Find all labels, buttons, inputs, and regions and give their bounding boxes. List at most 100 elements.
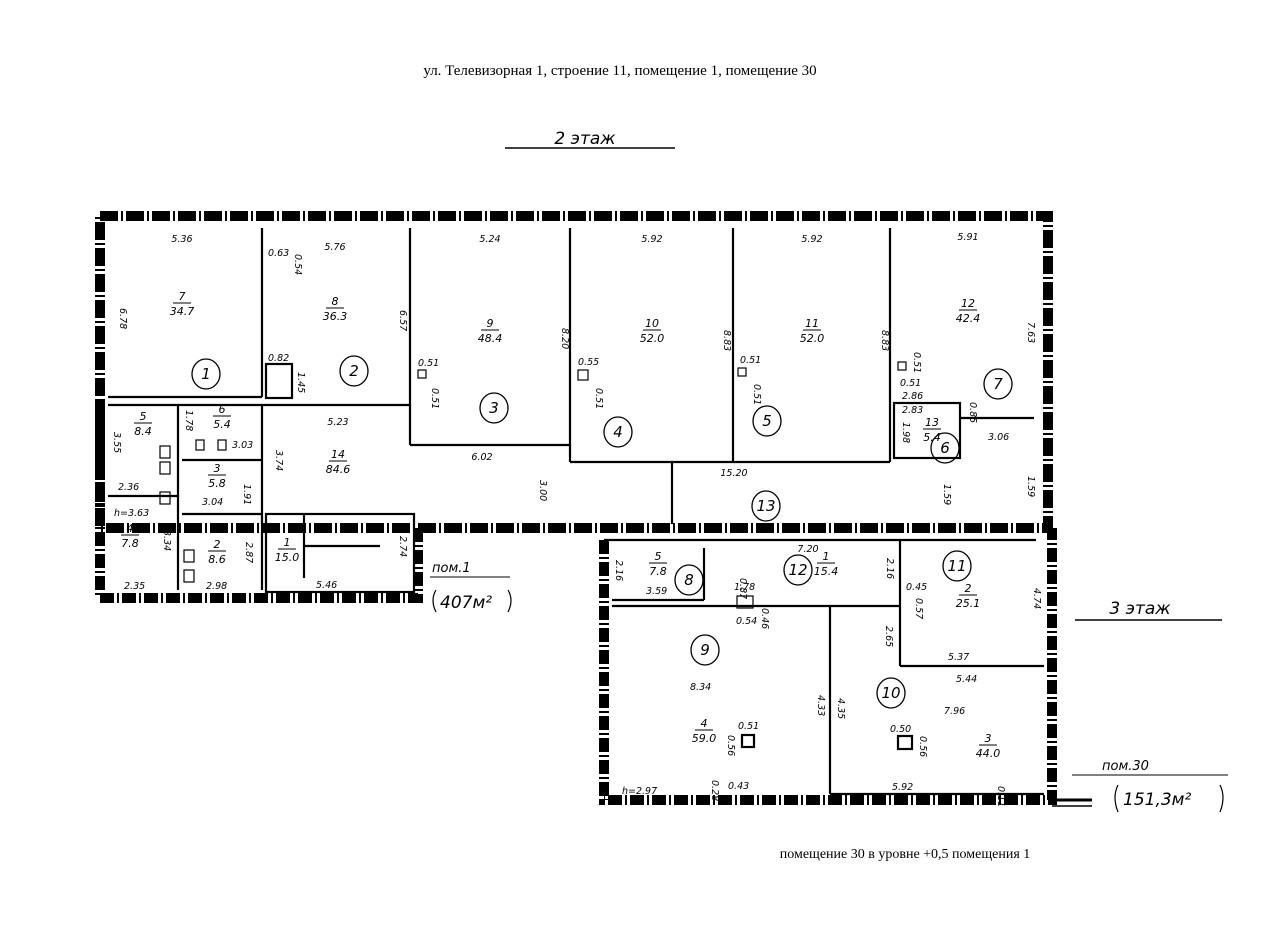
dim-label: 0.51 <box>740 355 761 366</box>
room-f2-area: 42.4 <box>956 312 981 325</box>
room-f2-number: 13 <box>925 416 939 429</box>
room-f2-number: 3 <box>214 462 221 475</box>
room-f3-area: 15.4 <box>814 565 839 578</box>
dim-label: 2.83 <box>902 405 923 416</box>
pom30-label: пом.30 <box>1102 759 1149 774</box>
room-f2-number: 4 <box>127 522 134 535</box>
dim-label: 15.20 <box>720 468 747 479</box>
room-circle <box>876 677 906 709</box>
room-f2-number: 14 <box>331 448 345 461</box>
dim-label: 6.57 <box>397 310 408 331</box>
dim-label: 2.16 <box>613 560 624 581</box>
room-circle <box>751 490 781 522</box>
room-f3-number: 5 <box>655 550 662 563</box>
dim-label: 2.16 <box>884 558 895 579</box>
dim-label: 2.74 <box>397 536 408 557</box>
dim-label: 2.36 <box>118 482 139 493</box>
room-f2-area: 5.4 <box>923 431 941 444</box>
dim-label: 2.87 <box>243 542 254 563</box>
room-circle <box>930 432 960 464</box>
dim-label: 8.34 <box>690 682 711 693</box>
room-circle-number: 5 <box>762 412 772 430</box>
dim-label: 2.65 <box>883 626 894 647</box>
dim-label: 3.34 <box>161 530 172 551</box>
room-f2-area: 5.8 <box>208 477 226 490</box>
dim-label: 8.20 <box>559 328 570 349</box>
room-f2-area: 52.0 <box>800 332 825 345</box>
dim-label: 0.50 <box>890 724 911 735</box>
room-f2-area: 8.4 <box>134 425 152 438</box>
room-f2-area: 7.8 <box>121 537 139 550</box>
dim-label: 8.83 <box>879 330 890 351</box>
room-f2-number: 8 <box>332 295 339 308</box>
dim-label: 0.43 <box>728 781 749 792</box>
room-circle-number: 11 <box>947 557 966 575</box>
room-f2-number: 5 <box>140 410 147 423</box>
pom1-area-brackets <box>432 589 512 613</box>
room-f2-number: 11 <box>805 317 819 330</box>
dim-label: 7.96 <box>944 706 965 717</box>
dimension-labels: 5.36 5.76 5.24 5.92 5.92 5.91 6.78 0.63 … <box>111 232 1042 807</box>
dim-label: 0.51 <box>418 358 439 369</box>
room-circle <box>191 358 221 390</box>
dim-label: 0.51 <box>429 388 440 409</box>
dim-label: 3.03 <box>232 440 253 451</box>
dim-label: 4.74 <box>1031 588 1042 609</box>
room-f2-area: 84.6 <box>326 463 351 476</box>
room-f3-number: 3 <box>985 732 992 745</box>
dim-label: 0.51 <box>738 721 759 732</box>
room-circle-number: 7 <box>993 375 1003 393</box>
dim-label: 0.11 <box>995 786 1006 807</box>
dim-label: 1.98 <box>900 422 911 443</box>
room-circle <box>942 550 972 582</box>
dim-label: 5.24 <box>479 234 500 245</box>
floor2-partitions <box>108 228 1034 590</box>
dim-label: 0.51 <box>900 378 921 389</box>
dim-label: 0.55 <box>578 357 599 368</box>
dim-label: 0.56 <box>725 735 736 756</box>
pom30-area-brackets <box>1114 784 1224 813</box>
dim-label: 3.55 <box>111 432 122 453</box>
room-f3-number: 1 <box>823 550 830 563</box>
staircase <box>264 512 416 594</box>
room-circle <box>983 368 1013 400</box>
room-circle-number: 13 <box>756 497 775 515</box>
dim-label: 3.59 <box>646 586 667 597</box>
dim-label: 3.74 <box>273 450 284 471</box>
toilet-fixtures <box>159 439 227 583</box>
room-circle-number: 1 <box>201 365 211 383</box>
room-circle <box>339 355 369 387</box>
room-circle-number: 10 <box>881 684 900 702</box>
room-circle <box>674 564 704 596</box>
dim-label: 3.04 <box>202 497 223 508</box>
dim-label: 7.20 <box>797 544 818 555</box>
dim-label: 7.63 <box>1025 322 1036 343</box>
room-f2-number: 7 <box>179 290 186 303</box>
dim-label: 8.83 <box>721 330 732 351</box>
footer-note: помещение 30 в уровне +0,5 помещения 1 <box>780 847 1031 862</box>
dim-label: 5.46 <box>316 580 337 591</box>
dim-label: 0.54 <box>292 254 303 275</box>
floor3-label: 3 этаж <box>1109 599 1171 619</box>
dim-label: h=3.63 <box>114 508 149 519</box>
dim-label: 5.76 <box>324 242 345 253</box>
room-f3-area: 59.0 <box>692 732 717 745</box>
dim-label: 0.82 <box>268 353 289 364</box>
room-circle-number: 4 <box>613 423 623 441</box>
room-f3-area: 44.0 <box>976 747 1001 760</box>
room-circle <box>752 405 782 437</box>
dim-label: 0.63 <box>268 248 289 259</box>
pom1-label: пом.1 <box>432 561 471 576</box>
dim-label: 1.78 <box>734 582 755 593</box>
room-circle <box>479 392 509 424</box>
dim-label: 0.28 <box>709 780 720 801</box>
room-f2-number: 12 <box>961 297 975 310</box>
dim-label: 5.92 <box>892 782 913 793</box>
pom1-area: 407м² <box>440 593 492 613</box>
dim-label: 5.92 <box>641 234 662 245</box>
room-f2-area: 5.4 <box>213 418 231 431</box>
room-f2-number: 1 <box>284 536 291 549</box>
floor3-outer-walls <box>599 528 1092 807</box>
dim-label: 1.91 <box>241 484 252 505</box>
